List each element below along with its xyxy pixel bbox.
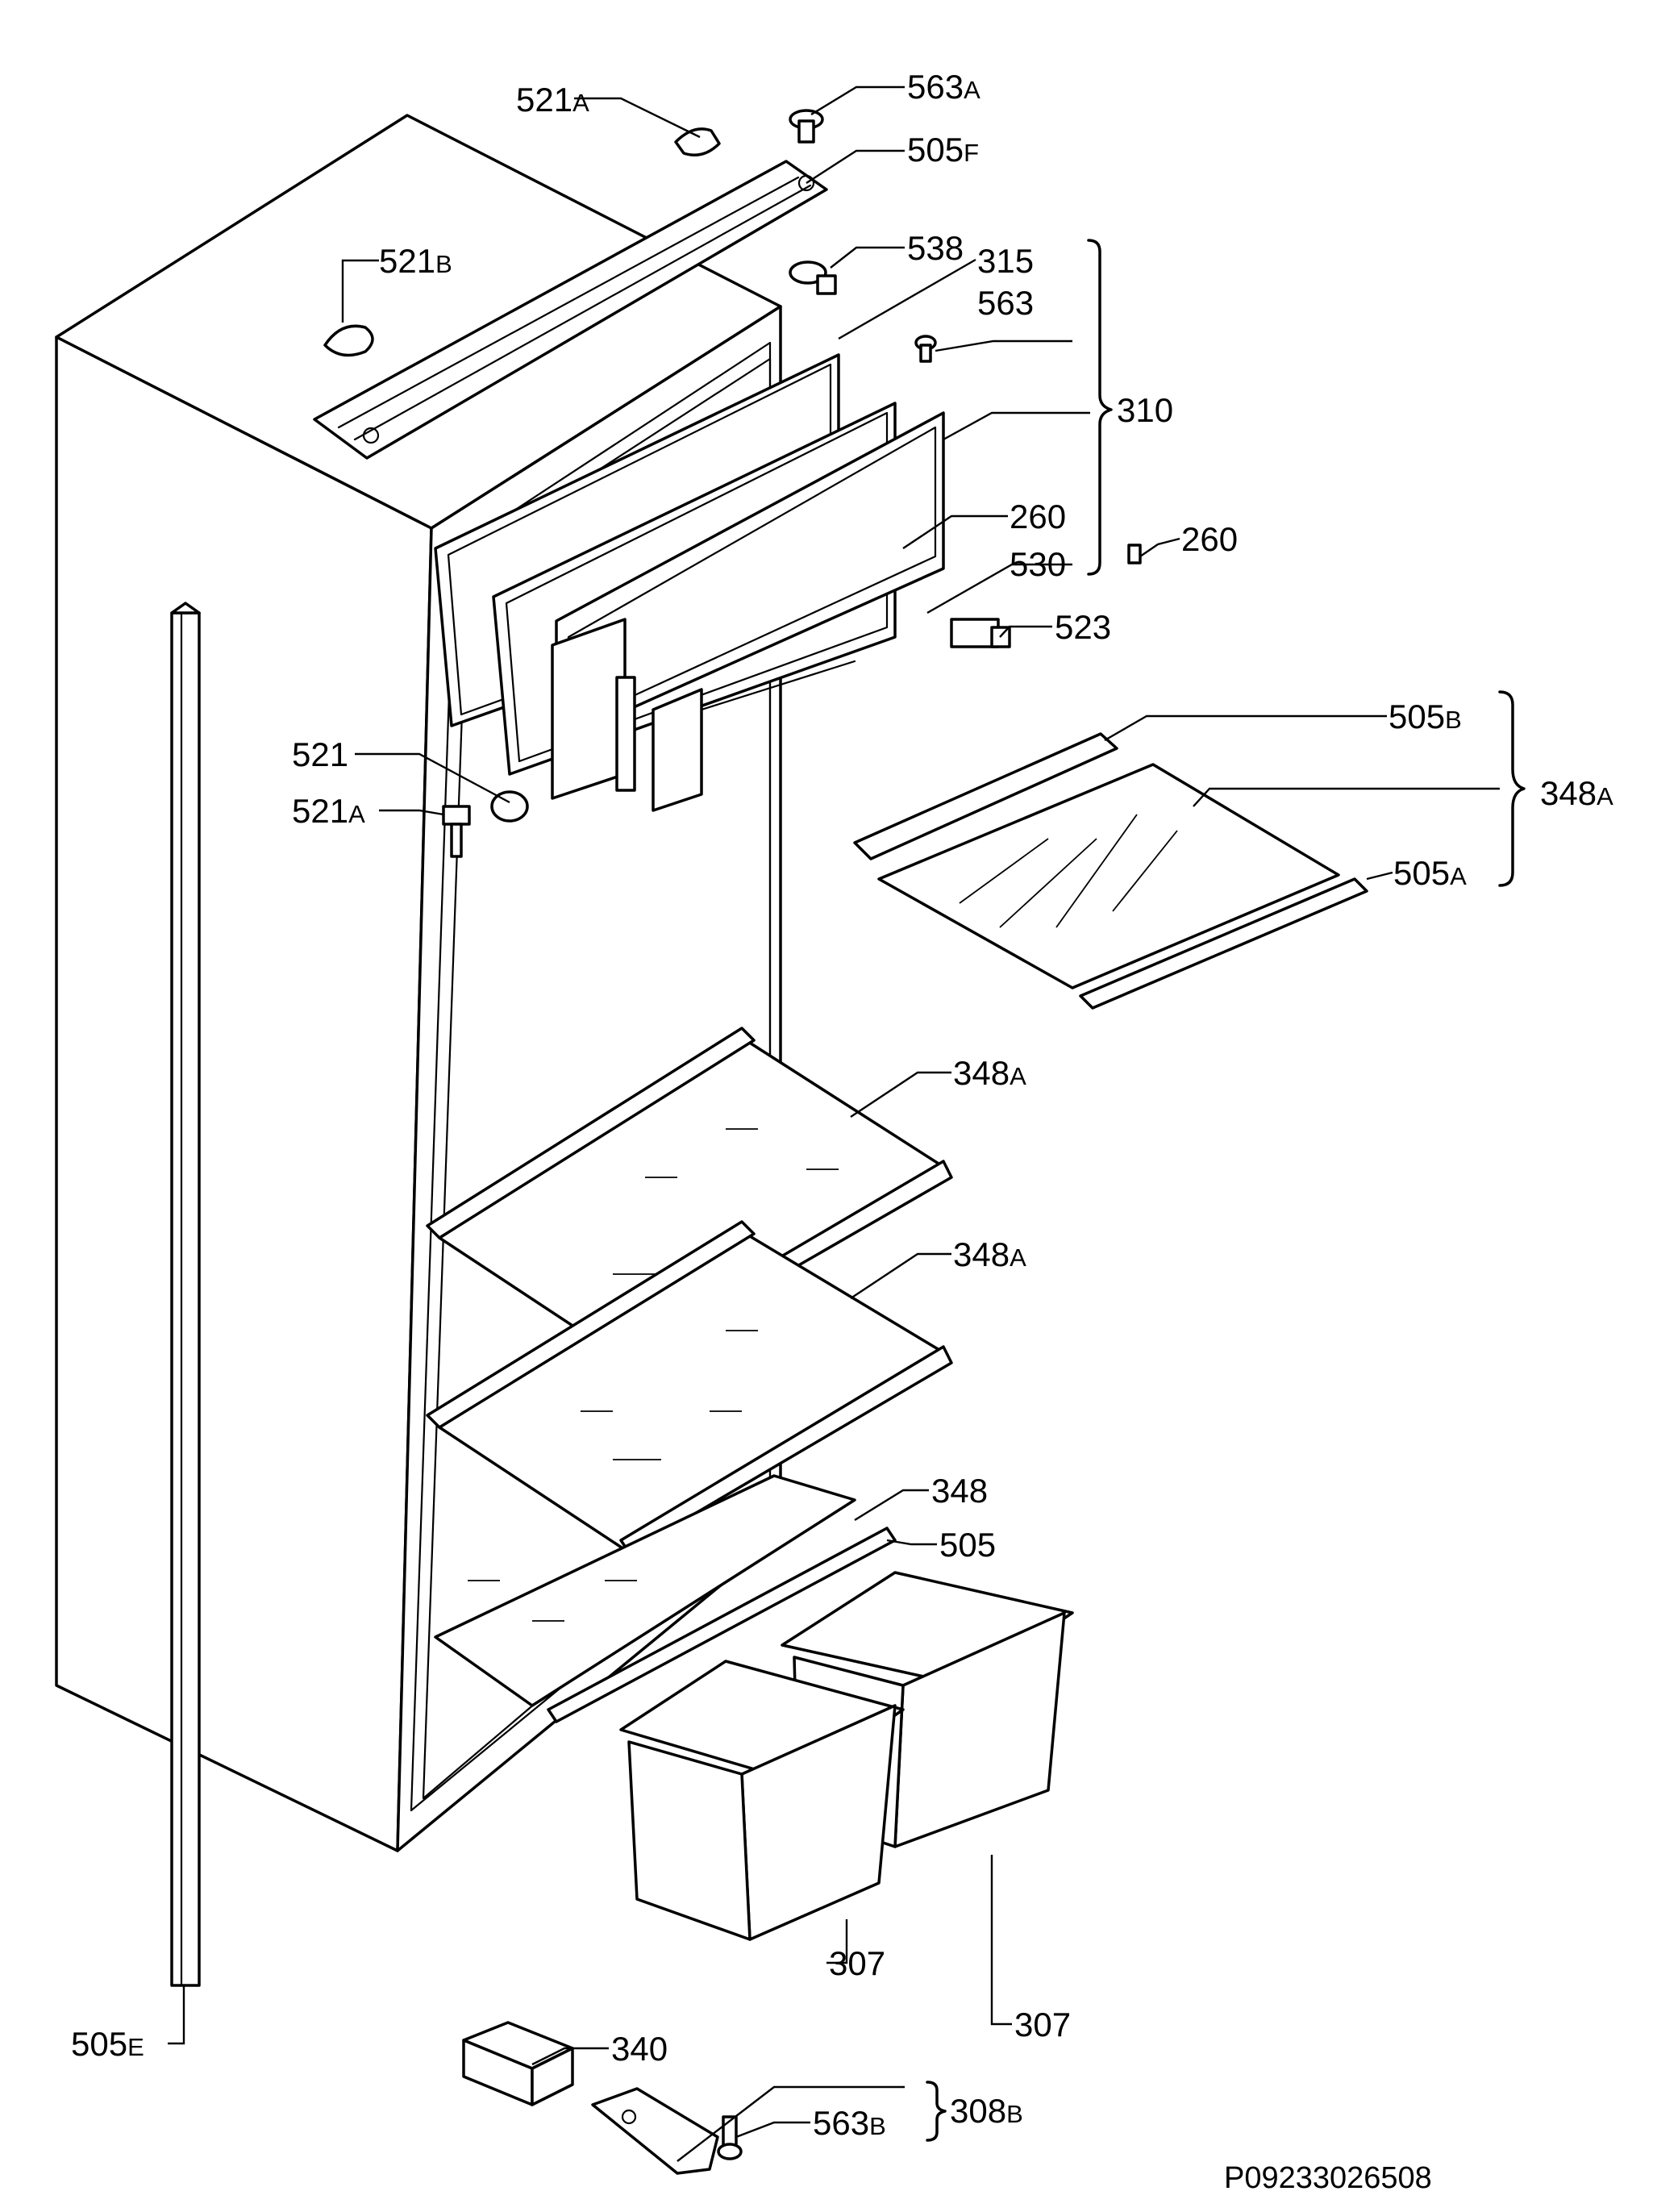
rail-505: [547, 1527, 897, 1723]
bracket-348a-group: [1498, 690, 1526, 887]
screw-563a: [789, 109, 824, 144]
clip-260: [1127, 544, 1142, 564]
screw-563: [914, 335, 937, 363]
block-340: [462, 2021, 574, 2106]
plug-521: [490, 790, 529, 823]
callout-530: 530: [1010, 545, 1066, 583]
callout-521a-side: 521A: [292, 792, 365, 830]
callout-348: 348: [931, 1472, 988, 1510]
callout-348a-group: 348A: [1540, 774, 1613, 812]
callout-340: 340: [611, 2030, 668, 2068]
callout-521: 521: [292, 735, 348, 773]
cap-521b: [323, 324, 374, 357]
callout-505a: 505A: [1393, 854, 1467, 892]
bracket-308b: [926, 2081, 947, 2142]
drawing-code: P09233026508: [1224, 2161, 1432, 2195]
callout-348a-2: 348A: [953, 1235, 1026, 1273]
crisper-drawer-307-left: [619, 1660, 905, 1941]
shelf-348a-2: [426, 1220, 953, 1554]
callout-260-door: 260: [1010, 498, 1066, 535]
callout-563: 563: [977, 284, 1034, 322]
callout-505e: 505E: [71, 2025, 144, 2063]
hinge-pin-521a: [442, 805, 471, 858]
cap-521a-top: [674, 127, 721, 156]
callout-labels: 521A 563A 505F 521B 538 315 563 310 260 …: [71, 68, 1613, 2142]
callout-315: 315: [977, 242, 1034, 280]
callout-521b: 521B: [379, 242, 452, 280]
callout-308b: 308B: [950, 2092, 1023, 2130]
callout-538: 538: [907, 229, 964, 267]
gasket-strip-505e: [170, 602, 201, 1987]
callout-505: 505: [939, 1526, 996, 1564]
screw-563b: [717, 2115, 743, 2160]
freezer-door-assembly-310: [434, 353, 945, 812]
leader-lines: [168, 85, 1500, 2162]
callout-260-clip: 260: [1181, 520, 1238, 558]
callout-307-right: 307: [1014, 2006, 1071, 2043]
shelf-348: [434, 1474, 856, 1707]
callout-310: 310: [1117, 391, 1173, 429]
hinge-bracket-308b: [591, 2087, 719, 2175]
hinge-538: [789, 260, 837, 295]
callout-563a: 563A: [907, 68, 980, 106]
bracket-310: [1087, 239, 1113, 576]
top-cover-505f: [313, 160, 828, 460]
callout-505f: 505F: [907, 131, 979, 169]
shelf-348a-group: [853, 732, 1368, 1010]
handle-523: [950, 618, 1011, 648]
callout-505b: 505B: [1388, 698, 1462, 735]
callout-307-left: 307: [829, 1944, 885, 1982]
callout-348a-1: 348A: [953, 1054, 1026, 1092]
callout-521a-top: 521A: [516, 81, 589, 119]
callout-523: 523: [1055, 608, 1111, 646]
callout-563b: 563B: [813, 2104, 886, 2142]
